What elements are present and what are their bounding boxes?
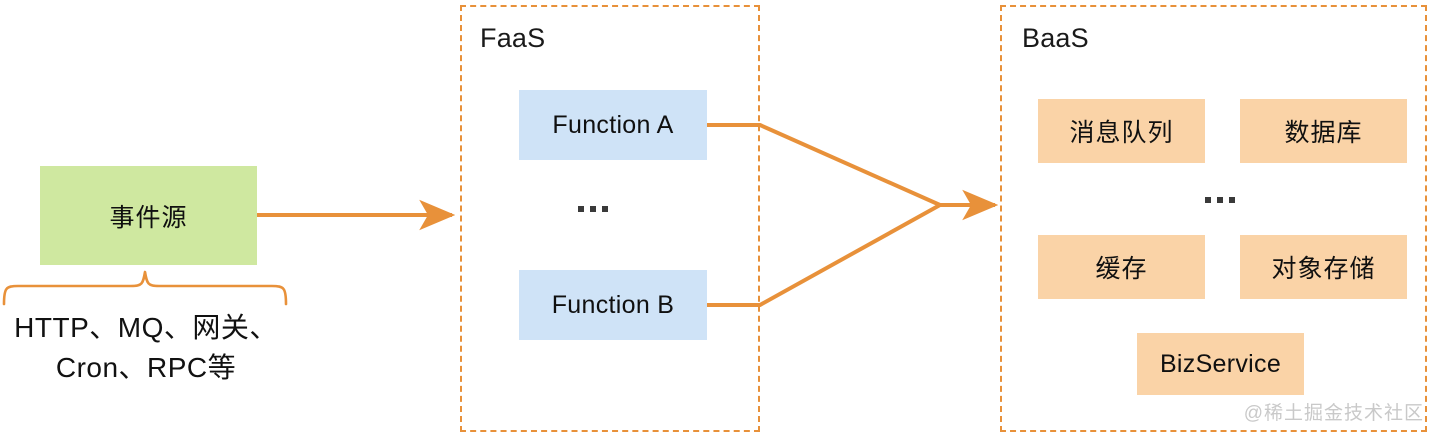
- baas-service-label: 缓存: [1095, 255, 1148, 283]
- baas-group-title: BaaS: [1022, 23, 1089, 53]
- baas-group-box: [1000, 5, 1427, 432]
- function-a-label: Function A: [552, 110, 674, 139]
- baas-ellipsis: [1205, 197, 1235, 203]
- event-source-caption-line1: HTTP、MQ、网关、: [14, 312, 278, 343]
- baas-service-label: 数据库: [1284, 119, 1363, 147]
- faas-group-box: [460, 5, 760, 432]
- faas-ellipsis: [578, 206, 608, 212]
- event-source-label: 事件源: [109, 203, 188, 232]
- baas-service-bizservice[interactable]: BizService: [1137, 333, 1304, 395]
- baas-service-label: 消息队列: [1069, 119, 1174, 147]
- dot-icon: [1205, 197, 1211, 203]
- dot-icon: [1229, 197, 1235, 203]
- function-b-label: Function B: [551, 290, 675, 319]
- baas-service-label: BizService: [1159, 349, 1282, 378]
- event-source-caption-line2: Cron、RPC等: [55, 352, 237, 383]
- event-source-brace: [2, 270, 288, 306]
- baas-service-database[interactable]: 数据库: [1240, 99, 1407, 163]
- baas-service-label: 对象存储: [1271, 255, 1376, 283]
- event-source-box[interactable]: 事件源: [40, 166, 257, 265]
- baas-service-message-queue[interactable]: 消息队列: [1038, 99, 1205, 163]
- baas-service-object-storage[interactable]: 对象存储: [1240, 235, 1407, 299]
- function-a-box[interactable]: Function A: [519, 90, 707, 160]
- baas-service-cache[interactable]: 缓存: [1038, 235, 1205, 299]
- function-b-box[interactable]: Function B: [519, 270, 707, 340]
- dot-icon: [1217, 197, 1223, 203]
- dot-icon: [590, 206, 596, 212]
- faas-group-title: FaaS: [480, 23, 546, 53]
- dot-icon: [602, 206, 608, 212]
- dot-icon: [578, 206, 584, 212]
- watermark: @稀土掘金技术社区: [1243, 403, 1424, 424]
